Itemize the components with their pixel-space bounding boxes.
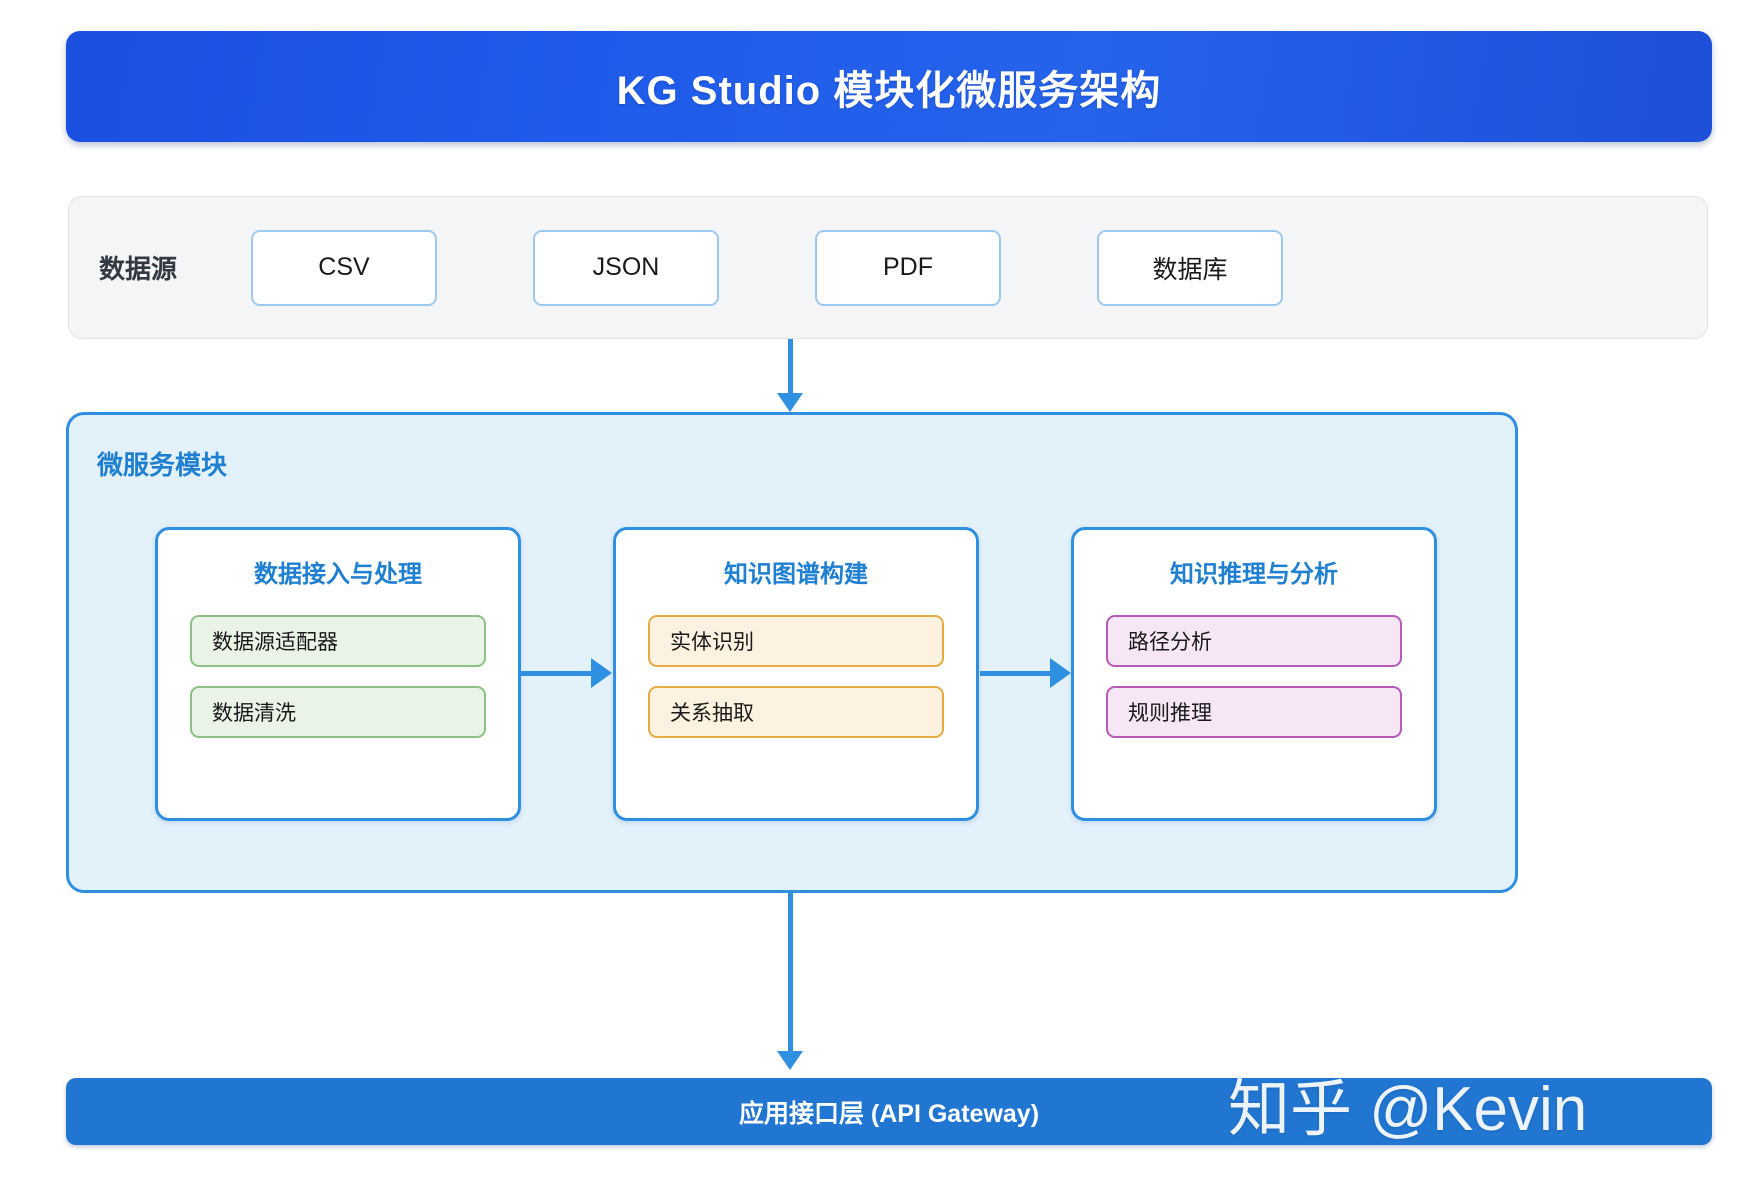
data-source-pdf[interactable]: PDF	[815, 229, 1001, 306]
connector-card1-to-card2	[521, 671, 593, 676]
card-title-data-ingestion: 数据接入与处理	[254, 561, 422, 588]
microservice-card-reasoning-analysis[interactable]: 知识推理与分析 路径分析 规则推理	[1071, 527, 1437, 821]
data-source-csv[interactable]: CSV	[251, 229, 437, 306]
data-source-label: 数据源	[99, 254, 178, 284]
data-source-items: CSV JSON PDF 数据库	[251, 229, 1707, 306]
data-source-panel: 数据源 CSV JSON PDF 数据库	[68, 196, 1708, 339]
microservices-panel: 微服务模块 数据接入与处理 数据源适配器 数据清洗 知识图谱构建 实体识别 关系…	[66, 412, 1518, 893]
arrowhead-microservices-to-api	[777, 1051, 803, 1070]
data-source-json[interactable]: JSON	[533, 229, 719, 306]
microservice-card-kg-construction[interactable]: 知识图谱构建 实体识别 关系抽取	[613, 527, 979, 821]
subitem-entity-recognition[interactable]: 实体识别	[648, 615, 944, 667]
arrowhead-datasource-to-microservices	[777, 393, 803, 412]
card-title-kg-construction: 知识图谱构建	[724, 561, 868, 588]
data-source-database[interactable]: 数据库	[1097, 229, 1283, 306]
microservice-card-data-ingestion[interactable]: 数据接入与处理 数据源适配器 数据清洗	[155, 527, 521, 821]
subitem-relation-extraction[interactable]: 关系抽取	[648, 686, 944, 738]
subitem-rule-reasoning[interactable]: 规则推理	[1106, 686, 1402, 738]
arrowhead-card1-to-card2	[591, 658, 612, 688]
diagram-title-banner: KG Studio 模块化微服务架构	[66, 31, 1712, 142]
page-title: KG Studio 模块化微服务架构	[616, 68, 1162, 113]
arrowhead-card2-to-card3	[1050, 658, 1071, 688]
card-title-reasoning-analysis: 知识推理与分析	[1170, 561, 1338, 588]
subitem-path-analysis[interactable]: 路径分析	[1106, 615, 1402, 667]
subitem-data-cleaning[interactable]: 数据清洗	[190, 686, 486, 738]
microservices-label: 微服务模块	[97, 450, 228, 480]
connector-datasource-to-microservices	[788, 339, 793, 395]
microservices-card-row: 数据接入与处理 数据源适配器 数据清洗 知识图谱构建 实体识别 关系抽取 知识推…	[155, 527, 1437, 821]
api-gateway-label: 应用接口层 (API Gateway)	[738, 1099, 1040, 1128]
api-gateway-bar: 应用接口层 (API Gateway)	[66, 1078, 1712, 1145]
subitem-data-source-adapter[interactable]: 数据源适配器	[190, 615, 486, 667]
connector-microservices-to-api	[788, 893, 793, 1053]
connector-card2-to-card3	[980, 671, 1052, 676]
